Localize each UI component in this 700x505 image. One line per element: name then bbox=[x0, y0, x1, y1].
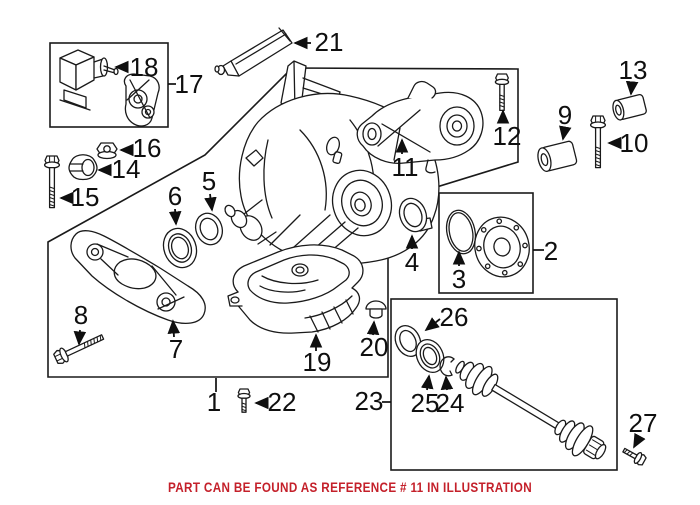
bearing-ring-25-drawing bbox=[415, 338, 445, 374]
main-assembly-outline bbox=[47, 67, 519, 378]
axle-shaft-drawing bbox=[455, 360, 607, 460]
callout-19: 19 bbox=[303, 347, 332, 377]
callout-8: 8 bbox=[74, 300, 88, 330]
callout-6: 6 bbox=[168, 181, 182, 211]
callout-2: 2 bbox=[544, 236, 558, 266]
callout-arrows bbox=[59, 36, 646, 449]
side-cover-drawing bbox=[474, 216, 530, 278]
callout-5: 5 bbox=[202, 166, 216, 196]
callout-7: 7 bbox=[169, 334, 183, 364]
callout-18: 18 bbox=[130, 52, 159, 82]
callout-20: 20 bbox=[360, 332, 389, 362]
callout-14: 14 bbox=[112, 154, 141, 184]
callout-3: 3 bbox=[452, 264, 466, 294]
callout-15: 15 bbox=[71, 182, 100, 212]
actuator-group-box bbox=[49, 42, 169, 128]
callout-4: 4 bbox=[405, 247, 419, 277]
o-ring-drawing bbox=[445, 209, 477, 255]
callout-1: 1 bbox=[207, 387, 221, 417]
callout-11: 11 bbox=[392, 152, 419, 182]
bolt-22-drawing bbox=[237, 388, 251, 413]
bushing-13-drawing bbox=[612, 94, 647, 121]
sealant-tube-drawing bbox=[214, 27, 293, 77]
callout-10: 10 bbox=[620, 128, 649, 158]
bolt-27-drawing bbox=[620, 444, 648, 468]
seal-5-drawing bbox=[194, 212, 224, 246]
callout-17: 17 bbox=[175, 69, 204, 99]
actuator-bracket-drawing bbox=[123, 73, 160, 127]
reference-note: PART CAN BE FOUND AS REFERENCE # 11 IN I… bbox=[168, 479, 532, 495]
callout-9: 9 bbox=[558, 100, 572, 130]
callout-22: 22 bbox=[268, 387, 297, 417]
mount-bracket-drawing bbox=[356, 80, 484, 174]
side-cover-group-box bbox=[438, 192, 534, 294]
flange-nut-drawing bbox=[96, 142, 118, 160]
bushing-9-drawing bbox=[537, 140, 578, 173]
callout-24: 24 bbox=[436, 388, 465, 418]
callout-27: 27 bbox=[629, 408, 658, 438]
callout-13: 13 bbox=[619, 55, 648, 85]
bolt-10-drawing bbox=[589, 115, 607, 169]
callout-23: 23 bbox=[355, 386, 384, 416]
rear-cover-drawing bbox=[227, 244, 364, 334]
rubber-bushing-drawing bbox=[68, 154, 98, 181]
support-bracket-drawing bbox=[70, 230, 206, 325]
callout-12: 12 bbox=[493, 121, 522, 151]
callout-21: 21 bbox=[315, 27, 344, 57]
bolt-15-drawing bbox=[43, 155, 61, 209]
axle-group-box bbox=[390, 298, 618, 471]
seal-4-drawing bbox=[398, 197, 428, 233]
drain-plug-drawing bbox=[365, 300, 387, 319]
callout-26: 26 bbox=[440, 302, 469, 332]
callout-16: 16 bbox=[133, 133, 162, 163]
callout-labels: 1 2 3 4 5 6 7 8 9 10 11 12 13 14 15 16 1… bbox=[71, 27, 658, 438]
bolt-12-drawing bbox=[494, 73, 510, 112]
actuator-motor-drawing bbox=[59, 49, 119, 111]
callout-25: 25 bbox=[411, 388, 440, 418]
shaft-seal-26-drawing bbox=[394, 324, 422, 358]
seal-6-drawing bbox=[162, 227, 198, 269]
